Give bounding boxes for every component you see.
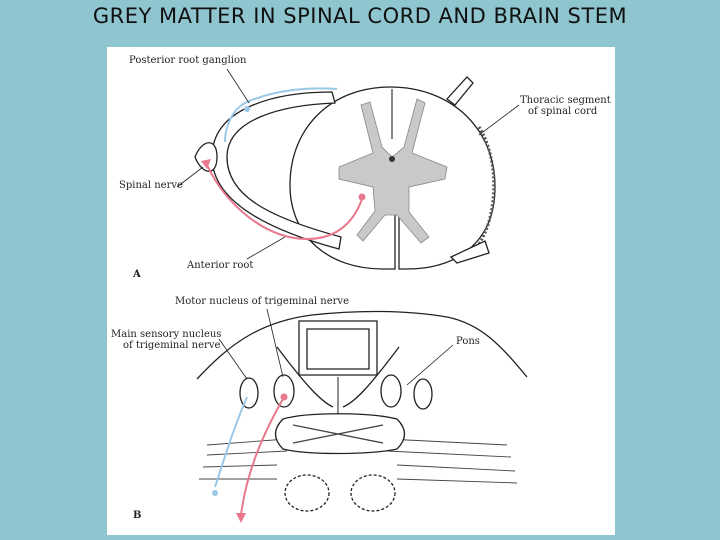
label-motor-nucleus-trigeminal: Motor nucleus of trigeminal nerve bbox=[175, 296, 349, 307]
diagram-drawing bbox=[176, 68, 528, 523]
dorsal-root-right bbox=[446, 76, 490, 264]
spinal-nerve-loop bbox=[194, 91, 342, 250]
label-thoracic-segment-line2: of spinal cord bbox=[528, 106, 598, 117]
main-sensory-nucleus-left bbox=[239, 377, 259, 409]
panel-a-leader-lines bbox=[176, 68, 520, 260]
pons-section bbox=[196, 310, 528, 512]
grey-matter-butterfly bbox=[338, 98, 448, 244]
label-thoracic-segment-line1: Thoracic segment bbox=[520, 95, 611, 106]
trigeminal-sensory-pathway bbox=[214, 396, 248, 488]
label-spinal-nerve: Spinal nerve bbox=[119, 180, 183, 191]
panel-b-leader-lines bbox=[218, 308, 454, 386]
label-anterior-root: Anterior root bbox=[187, 260, 254, 271]
motor-pathway bbox=[206, 164, 363, 241]
main-sensory-nucleus-right bbox=[413, 378, 433, 410]
panel-letter-b: B bbox=[133, 510, 142, 521]
motor-nucleus-right bbox=[380, 374, 402, 408]
slide-title: GREY MATTER IN SPINAL CORD AND BRAIN STE… bbox=[92, 4, 628, 28]
label-main-sensory-line1: Main sensory nucleus bbox=[111, 329, 222, 340]
motor-nucleus-left bbox=[273, 374, 295, 408]
sensory-pathway bbox=[246, 87, 338, 103]
label-posterior-root-ganglion: Posterior root ganglion bbox=[129, 55, 247, 66]
trigeminal-motor-pathway bbox=[240, 396, 285, 516]
label-pons: Pons bbox=[456, 336, 480, 347]
label-main-sensory-line2: of trigeminal nerve bbox=[123, 340, 221, 351]
diagram-figure: Posterior root ganglion Thoracic segment… bbox=[107, 47, 615, 535]
panel-letter-a: A bbox=[133, 269, 141, 280]
central-canal bbox=[389, 156, 395, 162]
